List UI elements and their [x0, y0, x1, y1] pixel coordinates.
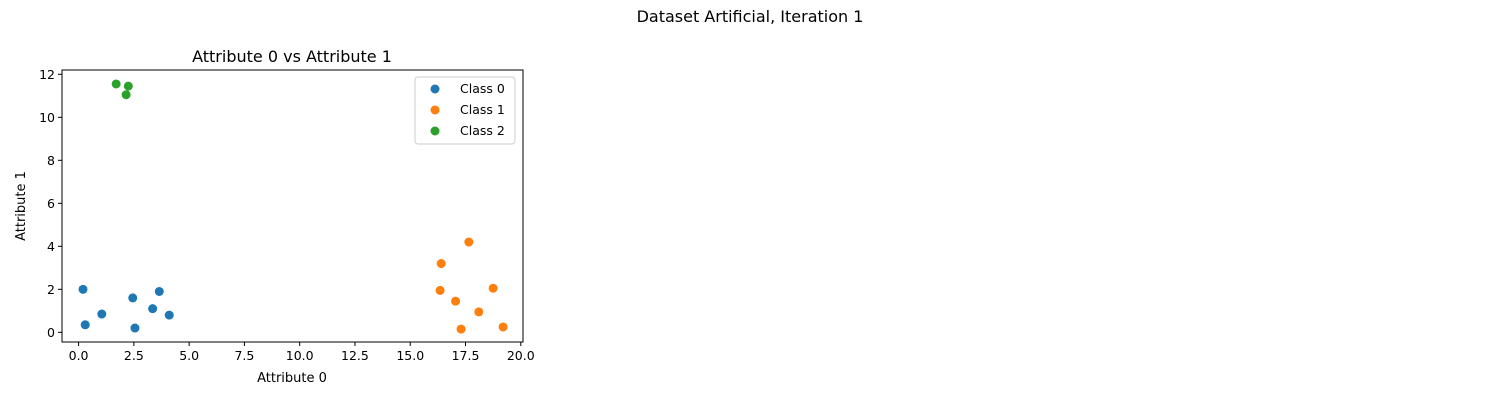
scatter-point-class-0	[154, 286, 164, 296]
y-tick-label: 12	[39, 67, 55, 82]
legend-frame	[414, 76, 516, 145]
legend-entry-class-0: Class 0	[430, 81, 505, 96]
y-tick-label: 4	[47, 239, 55, 254]
legend-label-class-0: Class 0	[460, 81, 505, 96]
chart-title: Attribute 0 vs Attribute 1	[192, 47, 392, 66]
scatter-point-class-0	[97, 309, 107, 319]
y-tick-label: 2	[47, 282, 55, 297]
scatter-point-class-1	[435, 285, 445, 295]
x-tick-label: 12.5	[341, 348, 369, 363]
axes-frame	[61, 69, 524, 343]
scatter-point-class-0	[80, 320, 90, 330]
scatter-point-class-1	[451, 296, 461, 306]
x-tick-label: 10.0	[286, 348, 314, 363]
x-tick-label: 5.0	[179, 348, 199, 363]
x-axis-ticks: 0.0 2.5 5.0 7.5 10.0 12.5 15.0 17.5 20.0	[69, 342, 535, 363]
figure-suptitle: Dataset Artificial, Iteration 1	[637, 7, 864, 26]
scatter-point-class-1	[474, 307, 484, 317]
scatter-point-class-1	[488, 283, 498, 293]
scatter-point-class-0	[128, 293, 138, 303]
scatter-point-class-0	[130, 323, 140, 333]
legend-entry-class-2: Class 2	[430, 123, 505, 138]
scatter-point-class-1	[464, 237, 474, 247]
y-tick-label: 6	[47, 196, 55, 211]
legend-entry-class-1: Class 1	[430, 102, 505, 117]
legend-label-class-2: Class 2	[460, 123, 505, 138]
scatter-point-class-2	[111, 79, 121, 89]
x-tick-label: 2.5	[124, 348, 144, 363]
y-tick-label: 0	[47, 325, 55, 340]
legend-marker-class-1	[430, 105, 440, 115]
scatter-point-class-2	[121, 90, 131, 100]
scatter-point-class-0	[78, 284, 88, 294]
legend-marker-class-0	[430, 84, 440, 94]
plot-area: 0.0 2.5 5.0 7.5 10.0 12.5 15.0 17.5 20.0 0 2 4 6 8 10…	[39, 67, 535, 363]
legend-label-class-1: Class 1	[460, 102, 505, 117]
x-tick-label: 0.0	[69, 348, 89, 363]
scatter-point-class-1	[456, 324, 466, 334]
y-tick-label: 8	[47, 153, 55, 168]
scatter-point-class-1	[498, 322, 508, 332]
y-axis-ticks: 0 2 4 6 8 10 12	[39, 67, 62, 340]
x-tick-label: 15.0	[396, 348, 424, 363]
scatter-point-class-2	[123, 81, 133, 91]
scatter-point-class-0	[148, 304, 158, 314]
scatter-point-class-1	[436, 259, 446, 269]
points-layer	[78, 79, 508, 334]
x-tick-label: 17.5	[452, 348, 480, 363]
scatter-point-class-0	[164, 310, 174, 320]
legend-marker-class-2	[430, 126, 440, 136]
x-axis-label: Attribute 0	[257, 371, 327, 386]
legend: Class 0 Class 1 Class 2	[414, 76, 516, 145]
x-tick-label: 7.5	[234, 348, 254, 363]
x-tick-label: 20.0	[507, 348, 535, 363]
y-axis-label: Attribute 1	[14, 171, 29, 241]
y-tick-label: 10	[39, 110, 55, 125]
